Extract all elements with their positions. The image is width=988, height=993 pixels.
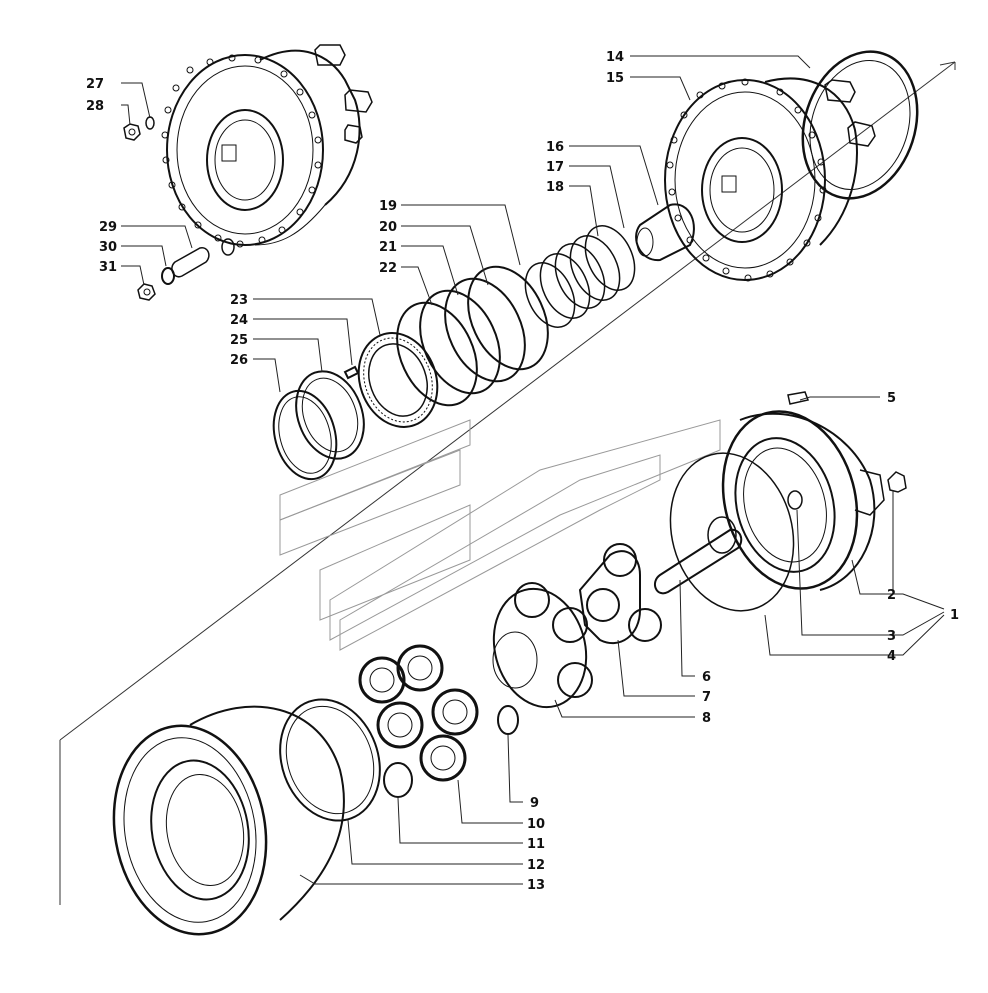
callout-2: 2 [887, 588, 896, 603]
callout-29: 29 [99, 220, 117, 235]
callout-10: 10 [527, 817, 545, 832]
callout-31: 31 [99, 260, 117, 275]
callout-30: 30 [99, 240, 117, 255]
upper-right-motor-housing [664, 50, 919, 282]
callout-5: 5 [887, 391, 896, 406]
callout-4: 4 [887, 649, 896, 664]
sun-shaft-and-planet-carriers [492, 516, 743, 709]
callout-14: 14 [606, 50, 624, 65]
callout-21: 21 [379, 240, 397, 255]
callout-9: 9 [530, 796, 539, 811]
callout-25: 25 [230, 333, 248, 348]
callout-28: 28 [86, 99, 104, 114]
callout-27: 27 [86, 77, 104, 92]
callout-17: 17 [546, 160, 564, 175]
callout-11: 11 [527, 837, 545, 852]
callout-22: 22 [379, 261, 397, 276]
callout-1: 1 [950, 608, 959, 623]
planet-gear-cluster [358, 644, 519, 798]
callout-19: 19 [379, 199, 397, 214]
callout-13: 13 [527, 878, 545, 893]
spring-and-seal-stack [396, 203, 695, 407]
callout-7: 7 [702, 690, 711, 705]
callout-23: 23 [230, 293, 248, 308]
callout-24: 24 [230, 313, 248, 328]
callout-16: 16 [546, 140, 564, 155]
callout-15: 15 [606, 71, 624, 86]
callout-20: 20 [379, 220, 397, 235]
exploded-view-frame [59, 61, 956, 905]
callout-18: 18 [546, 180, 564, 195]
upper-left-motor-housing [161, 44, 373, 248]
callout-26: 26 [230, 353, 248, 368]
callout-3: 3 [887, 629, 896, 644]
bearing-and-rings [272, 332, 439, 481]
lower-left-hub-housing [112, 698, 381, 936]
callout-12: 12 [527, 858, 545, 873]
leader-lines [121, 55, 945, 885]
callout-8: 8 [702, 711, 711, 726]
lower-right-ring-gear-housing [669, 391, 907, 612]
callout-labels: 27 28 29 30 31 14 15 16 17 18 19 20 21 2… [86, 50, 959, 893]
ghost-outline-shapes [279, 419, 721, 651]
callout-6: 6 [702, 670, 711, 685]
